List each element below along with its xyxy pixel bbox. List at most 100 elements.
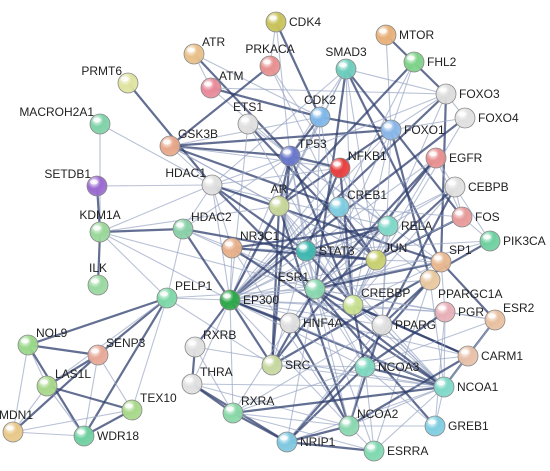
node-circle[interactable] bbox=[454, 107, 476, 129]
node-mtor[interactable]: MTOR bbox=[375, 24, 434, 46]
node-circle[interactable] bbox=[430, 251, 452, 273]
node-cebpb[interactable]: CEBPB bbox=[444, 176, 509, 198]
node-circle[interactable] bbox=[309, 106, 331, 128]
node-jun[interactable]: JUN bbox=[365, 241, 407, 271]
node-nol9[interactable]: NOL9 bbox=[17, 326, 68, 356]
node-esr2[interactable]: ESR2 bbox=[484, 301, 535, 331]
node-esr1[interactable]: ESR1 bbox=[278, 270, 326, 300]
node-cdk4[interactable]: CDK4 bbox=[265, 11, 321, 33]
node-circle[interactable] bbox=[200, 77, 222, 99]
node-circle[interactable] bbox=[365, 249, 387, 271]
node-fos[interactable]: FOS bbox=[451, 206, 500, 228]
node-hdac2[interactable]: HDAC2 bbox=[172, 210, 232, 240]
node-circle[interactable] bbox=[222, 402, 244, 424]
node-circle[interactable] bbox=[434, 301, 456, 323]
node-pelp1[interactable]: PELP1 bbox=[156, 279, 213, 309]
node-circle[interactable] bbox=[2, 421, 24, 443]
node-circle[interactable] bbox=[89, 221, 111, 243]
node-circle[interactable] bbox=[279, 312, 301, 334]
node-circle[interactable] bbox=[419, 269, 441, 291]
node-circle[interactable] bbox=[181, 373, 203, 395]
node-nr3c1[interactable]: NR3C1 bbox=[221, 229, 280, 259]
node-ncoa3[interactable]: NCOA3 bbox=[354, 356, 420, 378]
node-circle[interactable] bbox=[433, 376, 455, 398]
node-carm1[interactable]: CARM1 bbox=[457, 345, 523, 367]
node-circle[interactable] bbox=[237, 113, 259, 135]
node-macroh2a1[interactable]: MACROH2A1 bbox=[19, 105, 111, 135]
node-ppargc1a[interactable]: PPARGC1A bbox=[419, 269, 502, 301]
node-thra[interactable]: THRA bbox=[181, 365, 233, 395]
node-circle[interactable] bbox=[342, 294, 364, 316]
node-circle[interactable] bbox=[371, 314, 393, 336]
node-circle[interactable] bbox=[261, 354, 283, 376]
node-nrip1[interactable]: NRIP1 bbox=[276, 431, 336, 453]
node-circle[interactable] bbox=[36, 375, 58, 397]
node-circle[interactable] bbox=[328, 196, 350, 218]
node-circle[interactable] bbox=[268, 195, 290, 217]
node-smad3[interactable]: SMAD3 bbox=[325, 45, 367, 80]
node-las1l[interactable]: LAS1L bbox=[36, 367, 91, 397]
node-ar[interactable]: AR bbox=[268, 182, 290, 217]
node-circle[interactable] bbox=[221, 237, 243, 259]
node-circle[interactable] bbox=[457, 345, 479, 367]
node-hdac1[interactable]: HDAC1 bbox=[165, 166, 223, 196]
node-rela[interactable]: RELA bbox=[377, 215, 432, 237]
node-circle[interactable] bbox=[184, 336, 206, 358]
node-circle[interactable] bbox=[276, 431, 298, 453]
node-circle[interactable] bbox=[259, 55, 281, 77]
node-circle[interactable] bbox=[354, 356, 376, 378]
node-atm[interactable]: ATM bbox=[200, 69, 243, 99]
node-circle[interactable] bbox=[159, 135, 181, 157]
node-foxo1[interactable]: FOXO1 bbox=[380, 119, 445, 141]
node-creb1[interactable]: CREB1 bbox=[328, 188, 387, 218]
node-ep300[interactable]: EP300 bbox=[219, 289, 279, 311]
node-ncoa2[interactable]: NCOA2 bbox=[338, 407, 399, 437]
node-circle[interactable] bbox=[329, 157, 351, 179]
node-circle[interactable] bbox=[479, 230, 501, 252]
node-rxra[interactable]: RXRA bbox=[222, 394, 274, 424]
node-foxo3[interactable]: FOXO3 bbox=[435, 83, 500, 105]
node-circle[interactable] bbox=[377, 215, 399, 237]
node-circle[interactable] bbox=[172, 218, 194, 240]
node-cdk2[interactable]: CDK2 bbox=[304, 93, 336, 128]
node-crebbp[interactable]: CREBBP bbox=[342, 286, 410, 316]
node-circle[interactable] bbox=[444, 176, 466, 198]
node-setdb1[interactable]: SETDB1 bbox=[44, 167, 108, 197]
node-circle[interactable] bbox=[183, 43, 205, 65]
node-circle[interactable] bbox=[87, 274, 109, 296]
node-circle[interactable] bbox=[380, 119, 402, 141]
node-tex10[interactable]: TEX10 bbox=[121, 391, 177, 421]
node-circle[interactable] bbox=[17, 334, 39, 356]
node-fhl2[interactable]: FHL2 bbox=[403, 51, 457, 73]
node-egfr[interactable]: EGFR bbox=[425, 147, 483, 169]
node-mdn1[interactable]: MDN1 bbox=[0, 408, 33, 443]
node-pik3ca[interactable]: PIK3CA bbox=[479, 230, 546, 252]
node-circle[interactable] bbox=[338, 415, 360, 437]
node-circle[interactable] bbox=[73, 425, 95, 447]
node-circle[interactable] bbox=[403, 51, 425, 73]
node-wdr18[interactable]: WDR18 bbox=[73, 425, 139, 447]
node-circle[interactable] bbox=[451, 206, 473, 228]
node-sp1[interactable]: SP1 bbox=[430, 243, 472, 273]
node-esrra[interactable]: ESRRA bbox=[363, 440, 428, 462]
node-rxrb[interactable]: RXRB bbox=[184, 328, 236, 358]
node-circle[interactable] bbox=[295, 240, 317, 262]
node-circle[interactable] bbox=[265, 11, 287, 33]
node-circle[interactable] bbox=[121, 399, 143, 421]
node-ncoa1[interactable]: NCOA1 bbox=[433, 376, 499, 398]
node-circle[interactable] bbox=[87, 344, 109, 366]
node-circle[interactable] bbox=[219, 289, 241, 311]
node-circle[interactable] bbox=[279, 145, 301, 167]
node-ets1[interactable]: ETS1 bbox=[233, 100, 263, 135]
node-gsk3b[interactable]: GSK3B bbox=[159, 127, 218, 157]
node-stat3[interactable]: STAT3 bbox=[295, 240, 355, 262]
node-prkaca[interactable]: PRKACA bbox=[245, 42, 295, 77]
node-pparg[interactable]: PPARG bbox=[371, 314, 436, 336]
node-atr[interactable]: ATR bbox=[183, 35, 225, 65]
node-hnf4a[interactable]: HNF4A bbox=[279, 312, 342, 334]
node-circle[interactable] bbox=[435, 83, 457, 105]
node-senp3[interactable]: SENP3 bbox=[87, 336, 146, 366]
node-circle[interactable] bbox=[424, 415, 446, 437]
node-ilk[interactable]: ILK bbox=[87, 261, 109, 296]
node-circle[interactable] bbox=[156, 287, 178, 309]
